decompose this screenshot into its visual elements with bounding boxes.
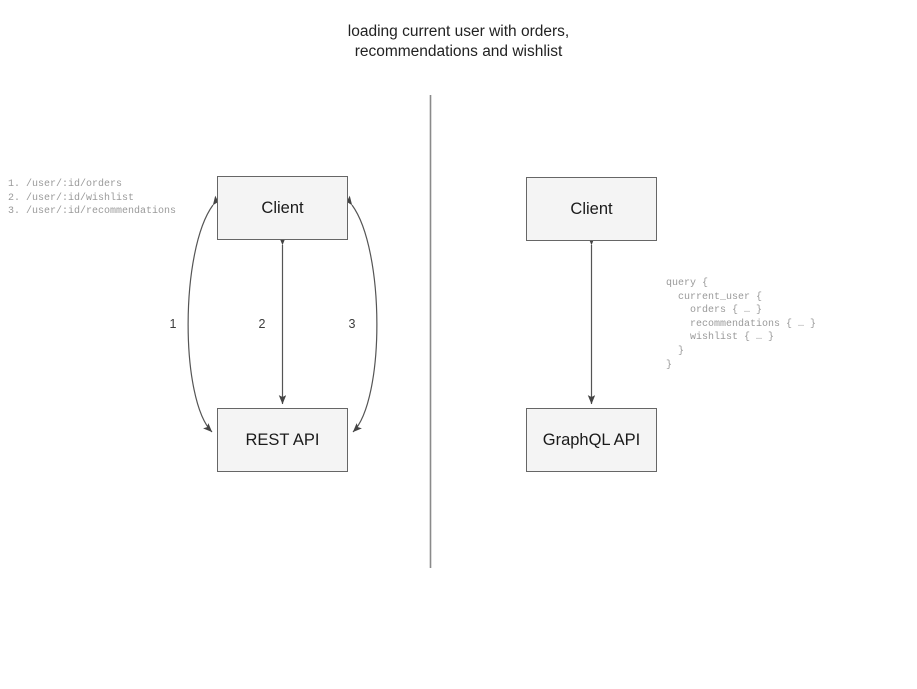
edge-label-1: 1 (169, 317, 177, 331)
edge-label-3: 3 (348, 317, 356, 331)
node-client-rest[interactable]: Client (217, 176, 348, 240)
edge-3-path (343, 195, 378, 433)
node-client-graphql[interactable]: Client (526, 177, 657, 241)
rest-endpoint-list: 1. /user/:id/orders 2. /user/:id/wishlis… (8, 179, 177, 218)
diagram-title: loading current user with orders, recomm… (347, 23, 570, 60)
node-graphql-api[interactable]: GraphQL API (526, 408, 657, 472)
edge-label-2: 2 (258, 317, 266, 331)
edge-1-path (187, 195, 222, 433)
node-rest-api[interactable]: REST API (217, 408, 348, 472)
graphql-query-block: query { current_user { orders { … } reco… (666, 278, 817, 371)
